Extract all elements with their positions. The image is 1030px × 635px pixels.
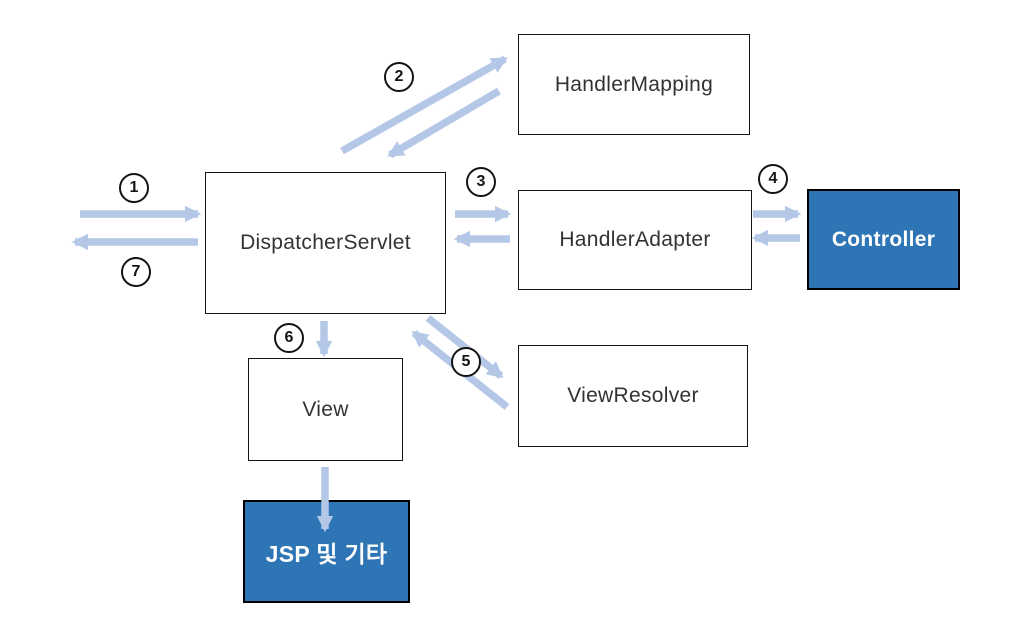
step-badge-4: 4 [758, 164, 788, 194]
node-controller: Controller [807, 189, 960, 290]
node-jsp-label: JSP 및 기타 [265, 540, 388, 567]
step-badge-1: 1 [119, 173, 149, 203]
arrow-from-handler-mapping [387, 87, 501, 159]
node-handler-mapping: HandlerMapping [518, 34, 750, 135]
step-badge-2: 2 [384, 62, 414, 92]
node-handler-adapter: HandlerAdapter [518, 190, 752, 290]
node-jsp: JSP 및 기타 [243, 500, 410, 603]
node-controller-label: Controller [831, 227, 936, 251]
step-badge-7: 7 [121, 257, 151, 287]
node-view-label: View [302, 397, 349, 421]
node-handler-adapter-label: HandlerAdapter [559, 228, 711, 251]
arrow-to-handler-mapping [340, 55, 508, 155]
node-view-resolver: ViewResolver [518, 345, 748, 447]
node-dispatcher-servlet-label: DispatcherServlet [240, 231, 411, 254]
node-dispatcher-servlet: DispatcherServlet [205, 172, 446, 314]
node-view: View [248, 358, 403, 461]
step-badge-3: 3 [466, 167, 496, 197]
step-badge-5: 5 [451, 347, 481, 377]
node-handler-mapping-label: HandlerMapping [554, 72, 714, 96]
step-badge-6: 6 [274, 323, 304, 353]
node-view-resolver-label: ViewResolver [567, 384, 699, 407]
